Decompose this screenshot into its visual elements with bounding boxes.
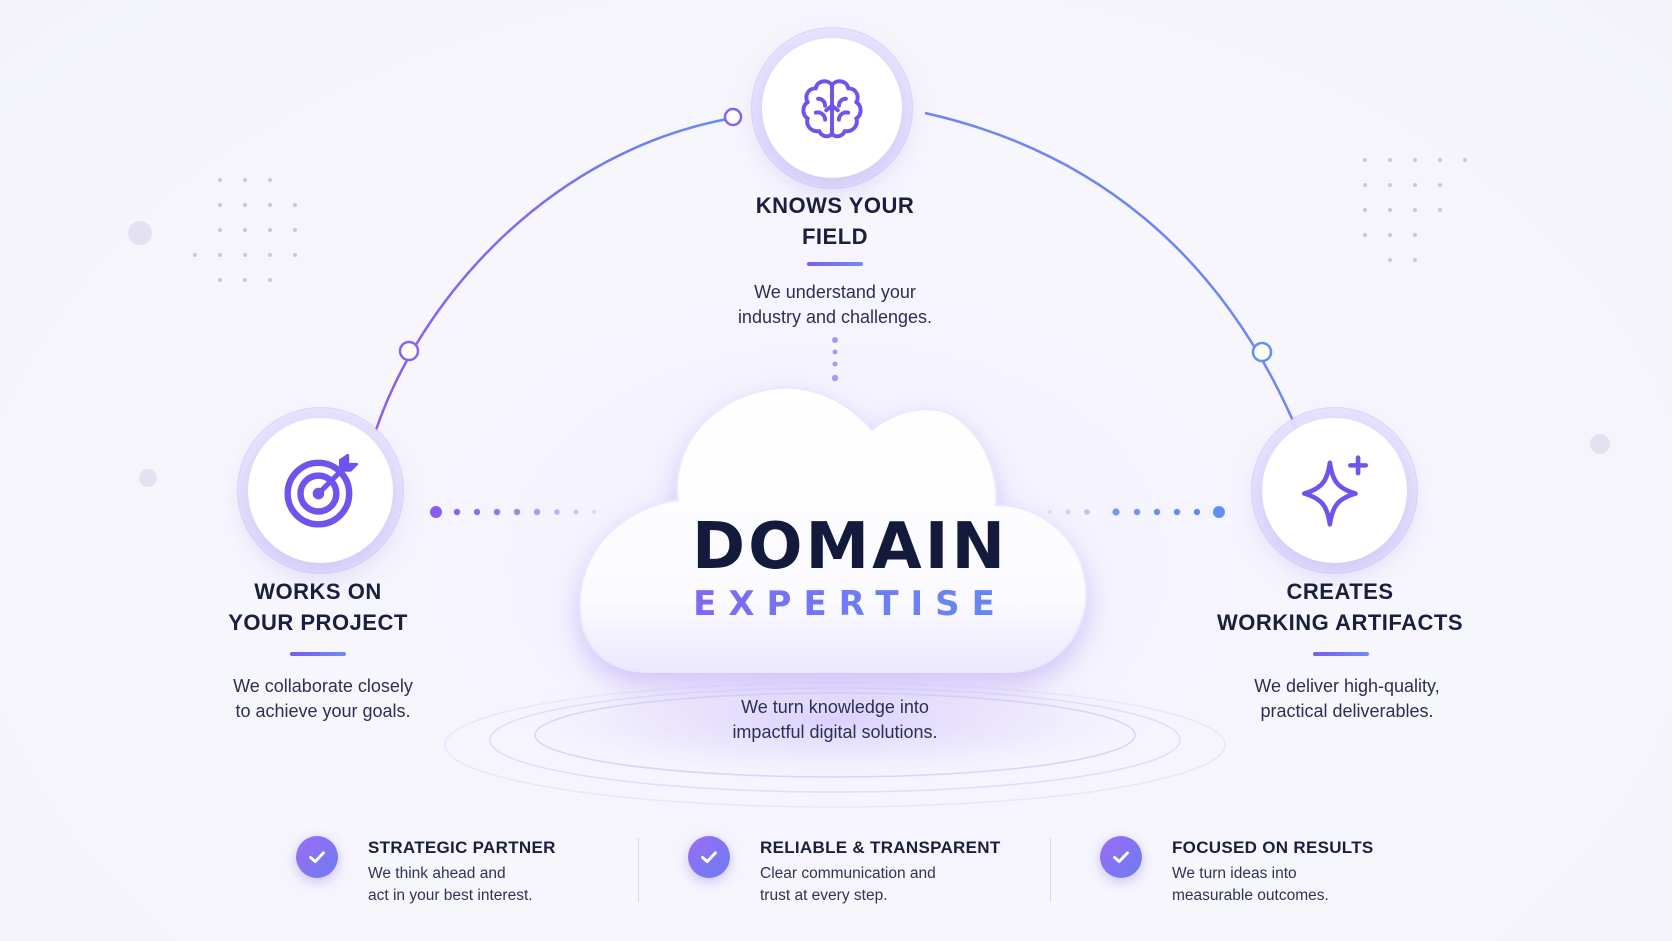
check-icon	[688, 836, 730, 878]
feature-desc-line: trust at every step.	[760, 887, 888, 904]
feature-desc-line: measurable outcomes.	[1172, 887, 1329, 904]
feature-title: FOCUSED ON RESULTS	[1172, 838, 1374, 857]
center-description: We turn knowledge into impactful digital…	[675, 695, 995, 745]
feature-desc-line: We turn ideas into	[1172, 865, 1297, 882]
feature-title: RELIABLE & TRANSPARENT	[760, 838, 1001, 857]
right-node-heading: CREATES WORKING ARTIFACTS	[1180, 576, 1500, 638]
right-desc-line-2: practical deliverables.	[1260, 701, 1434, 721]
left-node-heading: WORKS ON YOUR PROJECT	[158, 576, 478, 638]
feature-strategic-partner: STRATEGIC PARTNER We think ahead and act…	[296, 832, 596, 904]
top-heading-line-1: KNOWS YOUR	[755, 193, 915, 218]
center-desc-line-2: impactful digital solutions.	[732, 722, 938, 742]
center-subtitle: EXPERTISE	[600, 584, 1100, 624]
center-title: DOMAIN	[691, 510, 1009, 584]
platform-rings	[444, 682, 1226, 808]
right-node-circle	[1262, 418, 1407, 563]
arc-left	[374, 116, 734, 431]
right-desc-line-1: We deliver high-quality,	[1254, 676, 1440, 696]
left-node-description: We collaborate closely to achieve your g…	[163, 674, 483, 724]
top-desc-line-2: industry and challenges.	[737, 307, 933, 327]
top-heading-line-2: FIELD	[801, 224, 869, 249]
left-heading-line-1: WORKS ON	[254, 579, 382, 604]
top-desc-line-1: We understand your	[754, 282, 916, 302]
right-node-description: We deliver high-quality, practical deliv…	[1187, 674, 1507, 724]
arc-nodes	[398, 107, 1273, 363]
arc-right	[924, 111, 1299, 431]
top-node-circle	[762, 38, 902, 178]
right-node-underline	[1313, 652, 1369, 656]
left-heading-line-2: YOUR PROJECT	[228, 610, 408, 635]
dot-grid-right	[1363, 158, 1467, 262]
feature-reliable-transparent: RELIABLE & TRANSPARENT Clear communicati…	[688, 832, 1008, 904]
feature-desc-line: We think ahead and	[368, 865, 506, 882]
check-icon	[296, 836, 338, 878]
platform-glow	[505, 660, 1165, 780]
feature-description: We turn ideas into measurable outcomes.	[1172, 863, 1329, 907]
feature-desc-line: act in your best interest.	[368, 887, 533, 904]
center-desc-line-1: We turn knowledge into	[741, 697, 929, 717]
left-desc-line-2: to achieve your goals.	[235, 701, 411, 721]
right-heading-line-1: CREATES	[1286, 579, 1394, 604]
top-node-description: We understand your industry and challeng…	[675, 280, 995, 330]
sparkle-icon	[1301, 454, 1368, 527]
feature-focused-results: FOCUSED ON RESULTS We turn ideas into me…	[1100, 832, 1400, 904]
left-node-circle	[248, 418, 393, 563]
feature-title: STRATEGIC PARTNER	[368, 838, 556, 857]
feature-desc-line: Clear communication and	[760, 865, 936, 882]
feature-description: Clear communication and trust at every s…	[760, 863, 936, 907]
feature-divider	[1050, 838, 1051, 902]
target-icon	[283, 453, 358, 528]
feature-divider	[638, 838, 639, 902]
check-icon	[1100, 836, 1142, 878]
dot-grid-left	[193, 178, 297, 282]
connector-left	[430, 506, 597, 518]
bokeh-dots	[128, 221, 1610, 487]
connector-top	[831, 337, 839, 382]
top-node-heading: KNOWS YOUR FIELD	[675, 190, 995, 252]
left-node-underline	[290, 652, 346, 656]
connector-right	[1047, 506, 1225, 518]
top-node-underline	[807, 262, 863, 266]
feature-description: We think ahead and act in your best inte…	[368, 863, 533, 907]
brain-icon	[801, 79, 863, 139]
left-desc-line-1: We collaborate closely	[233, 676, 413, 696]
cloud-shape	[578, 386, 1088, 673]
right-heading-line-2: WORKING ARTIFACTS	[1217, 610, 1463, 635]
